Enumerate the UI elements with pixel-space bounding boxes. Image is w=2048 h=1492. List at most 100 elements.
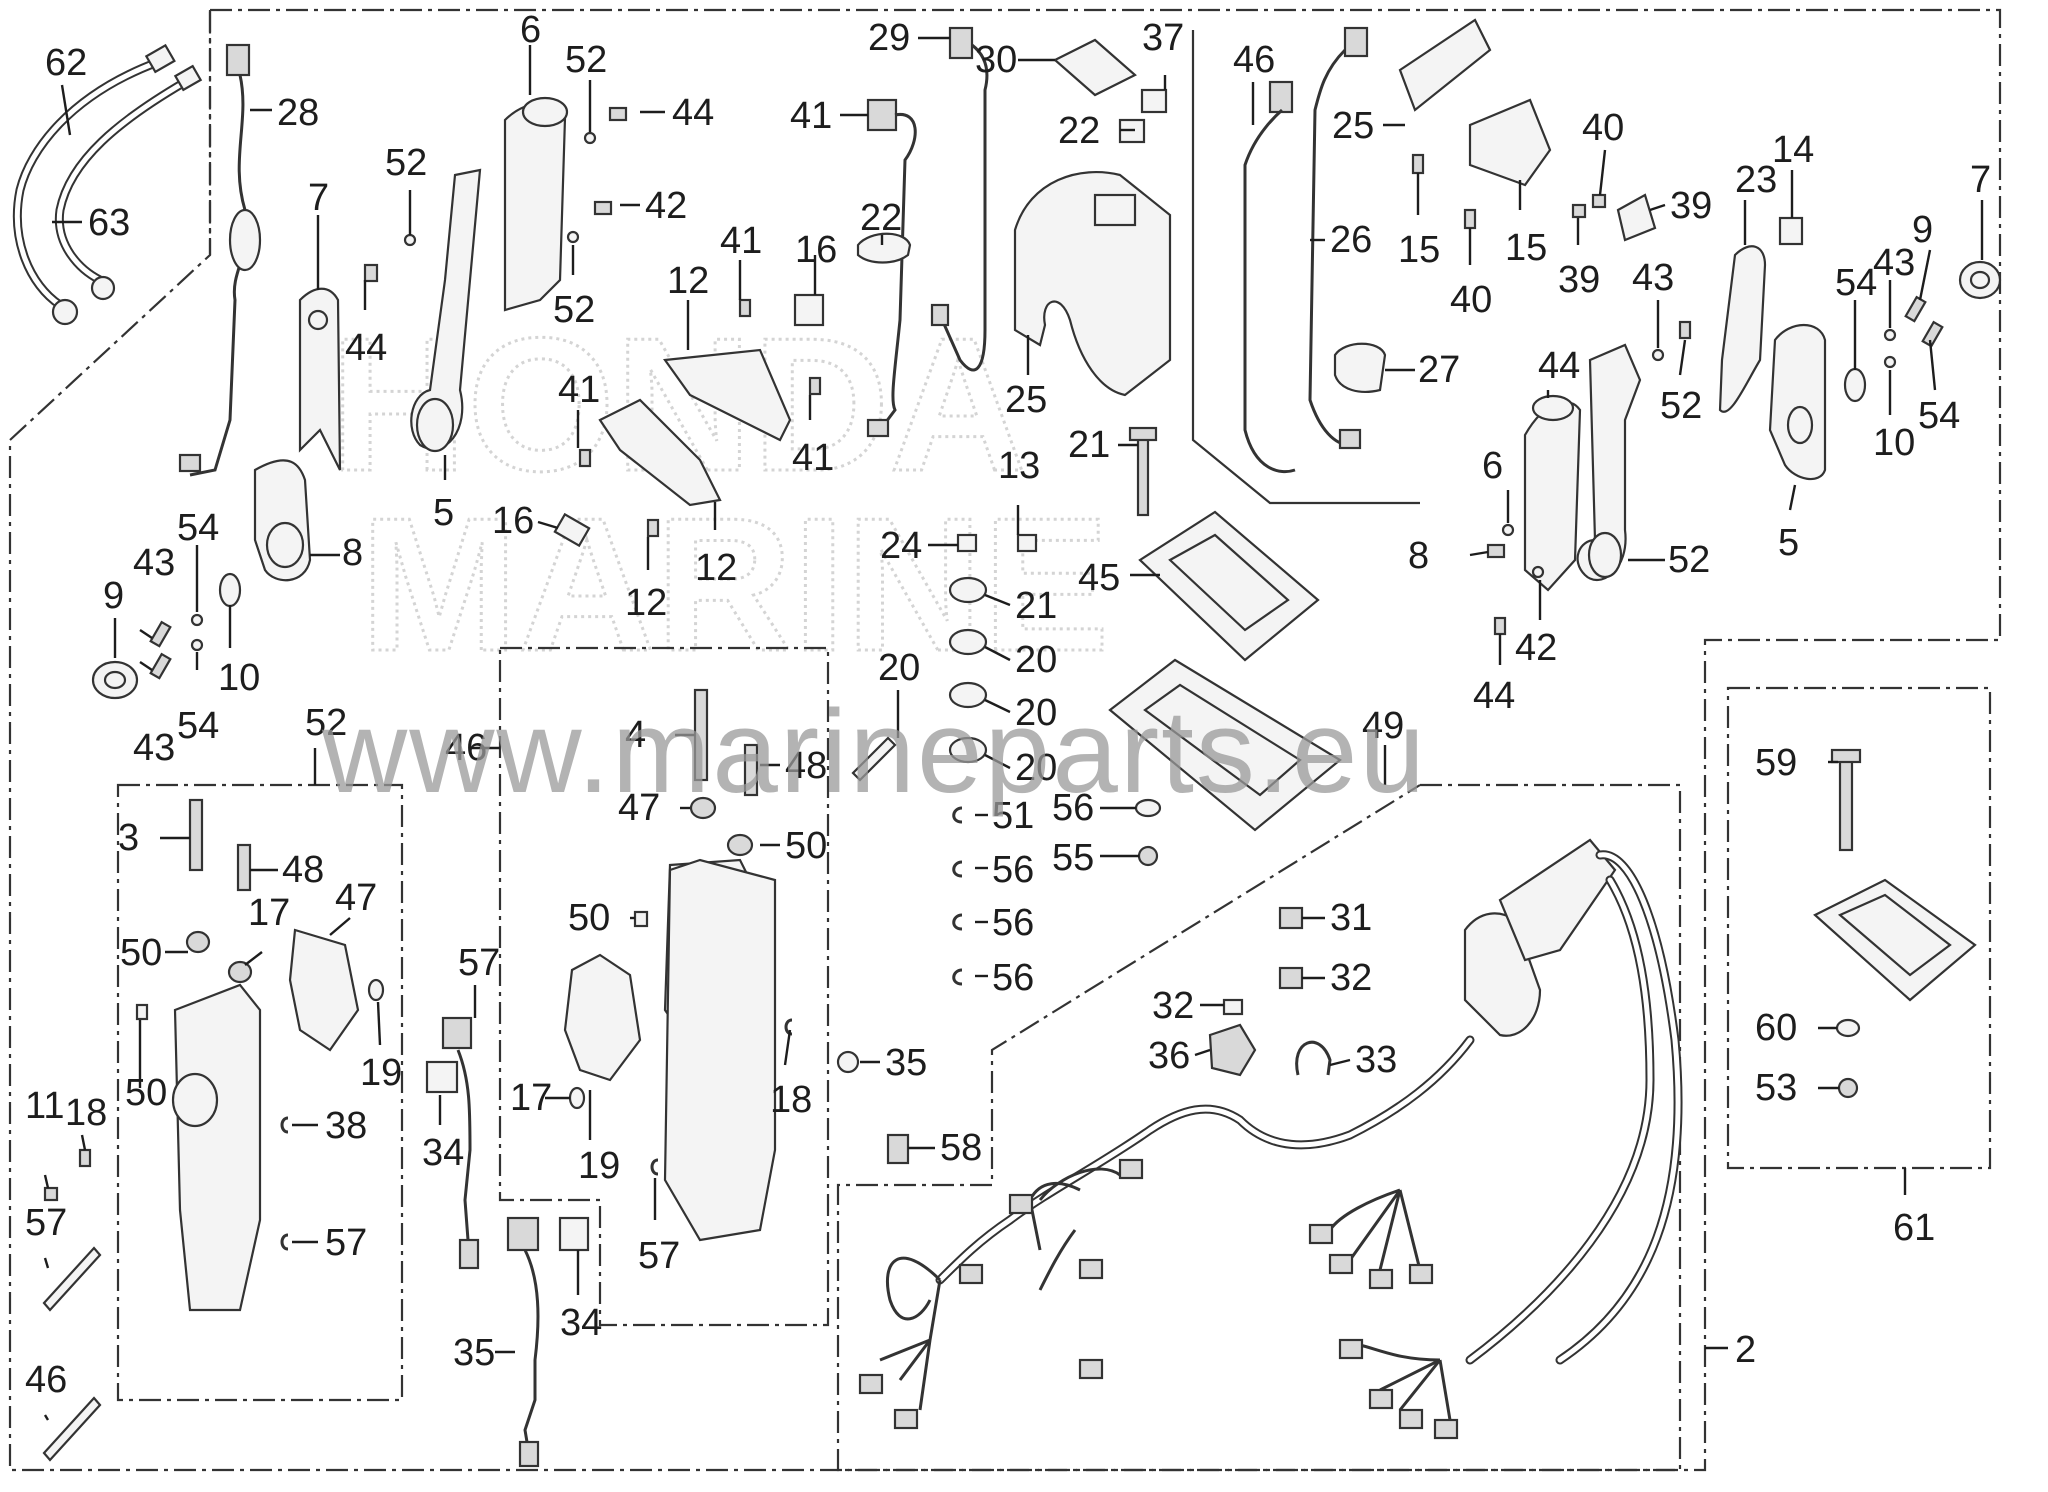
- callout-49: 55: [1052, 837, 1094, 879]
- callout-61: 53: [1755, 1067, 1797, 1109]
- callout-41: 12: [625, 582, 667, 624]
- callout-43: 43: [133, 727, 175, 769]
- callout-18: 19: [360, 1052, 402, 1094]
- callout-50: 50: [785, 825, 827, 867]
- callout-50: 17: [248, 892, 290, 934]
- callout-48: 3: [118, 817, 139, 859]
- callout-23: 14: [1772, 129, 1814, 171]
- callout-20: 20: [1015, 747, 1057, 789]
- callout-48: 4: [625, 714, 646, 756]
- callout-6: 6: [520, 9, 541, 51]
- callout-57: 57: [325, 1222, 367, 1264]
- callout-44: 52: [1660, 385, 1702, 427]
- callout-7: 7: [308, 177, 329, 219]
- callout-56: 56: [992, 849, 1034, 891]
- callout-10: 54: [1835, 262, 1877, 304]
- callout-55: 56: [1052, 787, 1094, 829]
- callout-43: 54: [1918, 395, 1960, 437]
- callout-1: 2: [1735, 1329, 1756, 1371]
- callout-26: 46: [1233, 39, 1275, 81]
- callout-20: 20: [1015, 639, 1057, 681]
- callout-25: 22: [860, 197, 902, 239]
- callout-4: 46: [445, 727, 487, 769]
- callout-51: 35: [885, 1042, 927, 1084]
- callout-22: 22: [1058, 110, 1100, 152]
- callout-63: 63: [88, 202, 130, 244]
- callout-43: 43: [133, 542, 175, 584]
- callout-47: 48: [785, 745, 827, 787]
- callout-labels: 62 63 28 7 52 44 6 52 44 42 52 5 8 9 43 …: [25, 9, 1991, 1401]
- callout-2: 61: [1893, 1207, 1935, 1249]
- callout-17: 19: [578, 1145, 620, 1187]
- callout-57: 38: [325, 1105, 367, 1147]
- callout-18: 17: [510, 1077, 552, 1119]
- callout-30: 29: [868, 17, 910, 59]
- callout-58: 33: [1355, 1039, 1397, 1081]
- callout-50: 47: [618, 787, 660, 829]
- callout-54: 54: [177, 705, 219, 747]
- callout-32: 31: [1330, 897, 1372, 939]
- watermark-url: www.marineparts.eu: [321, 686, 1427, 818]
- callout-34: 35: [453, 1332, 495, 1374]
- callout-37: 30: [975, 39, 1017, 81]
- callout-8: 5: [1778, 522, 1799, 564]
- callout-44: 44: [345, 327, 387, 369]
- callout-39: 39: [1558, 259, 1600, 301]
- callout-42: 44: [1473, 675, 1515, 717]
- callout-56: 51: [992, 795, 1034, 837]
- callout-56: 56: [992, 957, 1034, 999]
- callout-7: 23: [1735, 159, 1777, 201]
- callout-41: 41: [558, 369, 600, 411]
- callout-21: 24: [880, 525, 922, 567]
- group-boundaries: [8, 8, 2002, 1472]
- callout-15: 15: [1505, 227, 1547, 269]
- callout-31: 49: [1362, 705, 1404, 747]
- callout-54: 54: [177, 507, 219, 549]
- callout-52: 52: [385, 142, 427, 184]
- callout-3: 52: [305, 702, 347, 744]
- callout-42: 42: [645, 185, 687, 227]
- callout-44: 8: [1408, 535, 1429, 577]
- callout-34: 57: [458, 942, 500, 984]
- callout-10: 10: [218, 657, 260, 699]
- callout-39: 40: [1582, 107, 1624, 149]
- callout-15: 25: [1332, 105, 1374, 147]
- callout-33: 36: [1148, 1035, 1190, 1077]
- callout-46: 46: [25, 1359, 67, 1401]
- callout-24: 45: [1078, 557, 1120, 599]
- callout-22: 37: [1142, 17, 1184, 59]
- callout-35: 34: [560, 1302, 602, 1344]
- callout-43: 9: [1912, 209, 1933, 251]
- callout-9: 7: [1970, 159, 1991, 201]
- callout-44: 44: [672, 92, 714, 134]
- callout-52: 6: [1482, 445, 1503, 487]
- callout-46: 20: [878, 647, 920, 689]
- callout-32: 32: [1330, 957, 1372, 999]
- callout-12: 12: [695, 547, 737, 589]
- callout-52: 52: [565, 39, 607, 81]
- callout-40: 15: [1398, 229, 1440, 271]
- callout-56: 56: [992, 902, 1034, 944]
- callout-20: 20: [1015, 692, 1057, 734]
- callout-28: 28: [277, 92, 319, 134]
- callout-14: 39: [1670, 185, 1712, 227]
- callout-17: 47: [335, 877, 377, 919]
- callout-20: 21: [1015, 585, 1057, 627]
- callout-5: 5: [433, 492, 454, 534]
- callout-41: 41: [792, 437, 834, 479]
- callout-9: 9: [103, 575, 124, 617]
- callout-5: 52: [1668, 539, 1710, 581]
- callout-41: 41: [720, 220, 762, 262]
- callout-13: 25: [1005, 379, 1047, 421]
- callout-35: 34: [422, 1132, 464, 1174]
- callout-27: 26: [1330, 219, 1372, 261]
- part-drawings: [12, 18, 2002, 1468]
- callout-12: 12: [667, 260, 709, 302]
- callout-53: 60: [1755, 1007, 1797, 1049]
- callout-19: 50: [125, 1072, 167, 1114]
- callout-29: 41: [790, 95, 832, 137]
- callout-57: 18: [770, 1079, 812, 1121]
- callout-50: 50: [120, 932, 162, 974]
- callout-52: 43: [1632, 257, 1674, 299]
- callout-52: 52: [553, 289, 595, 331]
